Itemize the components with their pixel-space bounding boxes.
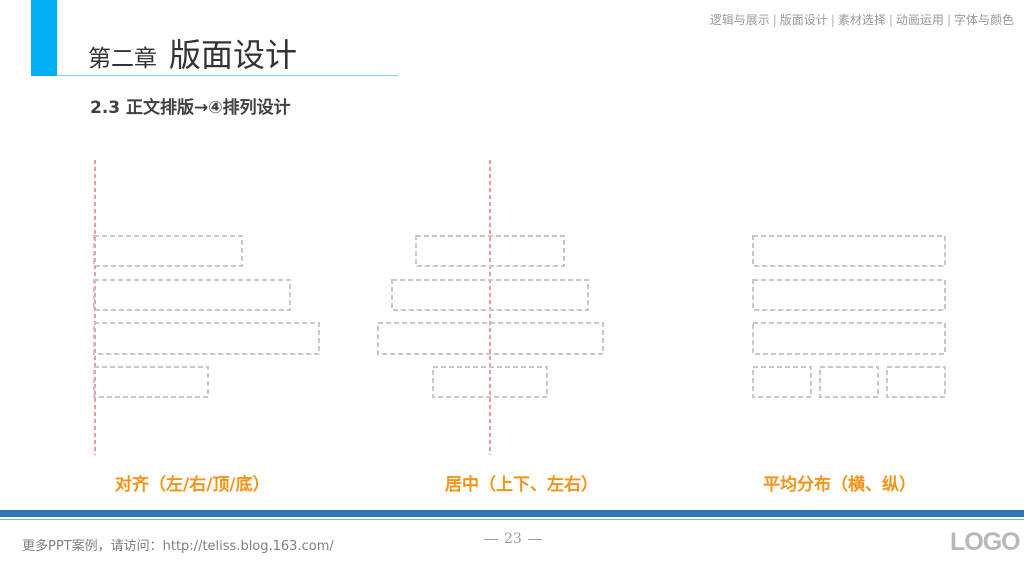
footer-band [0,510,1024,517]
center-placeholder-box [432,366,548,398]
page-dash-left [484,538,498,540]
title-accent-bar [31,0,57,76]
distribute-placeholder-box [752,235,946,267]
align-diagram [93,160,320,455]
nav-separator: | [772,13,777,27]
nav-item-layout[interactable]: 版面设计 [779,13,828,27]
distribute-placeholder-box [819,366,879,398]
footer-rule [0,519,1024,520]
top-navigation: 逻辑与展示|版面设计|素材选择|动画运用|字体与颜色 [710,11,1014,28]
nav-item-fonts-colors[interactable]: 字体与颜色 [953,13,1014,27]
align-placeholder-box [93,279,291,311]
logo: LOGO [950,528,1021,556]
align-placeholder-box [93,322,320,355]
caption-center: 居中（上下、左右） [445,475,598,495]
page-number-value: 23 [504,531,522,547]
chapter-prefix: 第二章 [88,46,157,72]
page-title: 第二章版面设计 [88,30,297,76]
distribute-placeholder-box [752,279,946,311]
align-placeholder-box [93,366,209,398]
center-placeholder-box [415,235,565,267]
chapter-title: 版面设计 [169,36,298,74]
caption-distribute: 平均分布（横、纵） [763,475,916,495]
nav-item-logic[interactable]: 逻辑与展示 [709,13,770,27]
nav-item-animation[interactable]: 动画运用 [895,13,944,27]
nav-separator: | [946,13,951,27]
nav-item-materials[interactable]: 素材选择 [837,13,886,27]
center-placeholder-box [391,279,589,311]
align-placeholder-box [93,235,243,267]
nav-separator: | [888,13,893,27]
center-placeholder-box [377,322,604,355]
title-underline [57,75,398,76]
distribute-placeholder-box [752,322,946,355]
footer-link[interactable]: 更多PPT案例，请访问：http://teliss.blog.163.com/ [22,539,334,554]
page-number: 23 [478,531,548,547]
caption-align: 对齐（左/右/顶/底） [115,475,270,495]
distribute-diagram [752,235,946,398]
distribute-placeholder-box [752,366,812,398]
center-diagram [377,160,604,455]
distribute-placeholder-box [886,366,946,398]
nav-separator: | [830,13,835,27]
section-title: 2.3 正文排版→④排列设计 [90,98,291,118]
page-dash-right [527,538,542,540]
